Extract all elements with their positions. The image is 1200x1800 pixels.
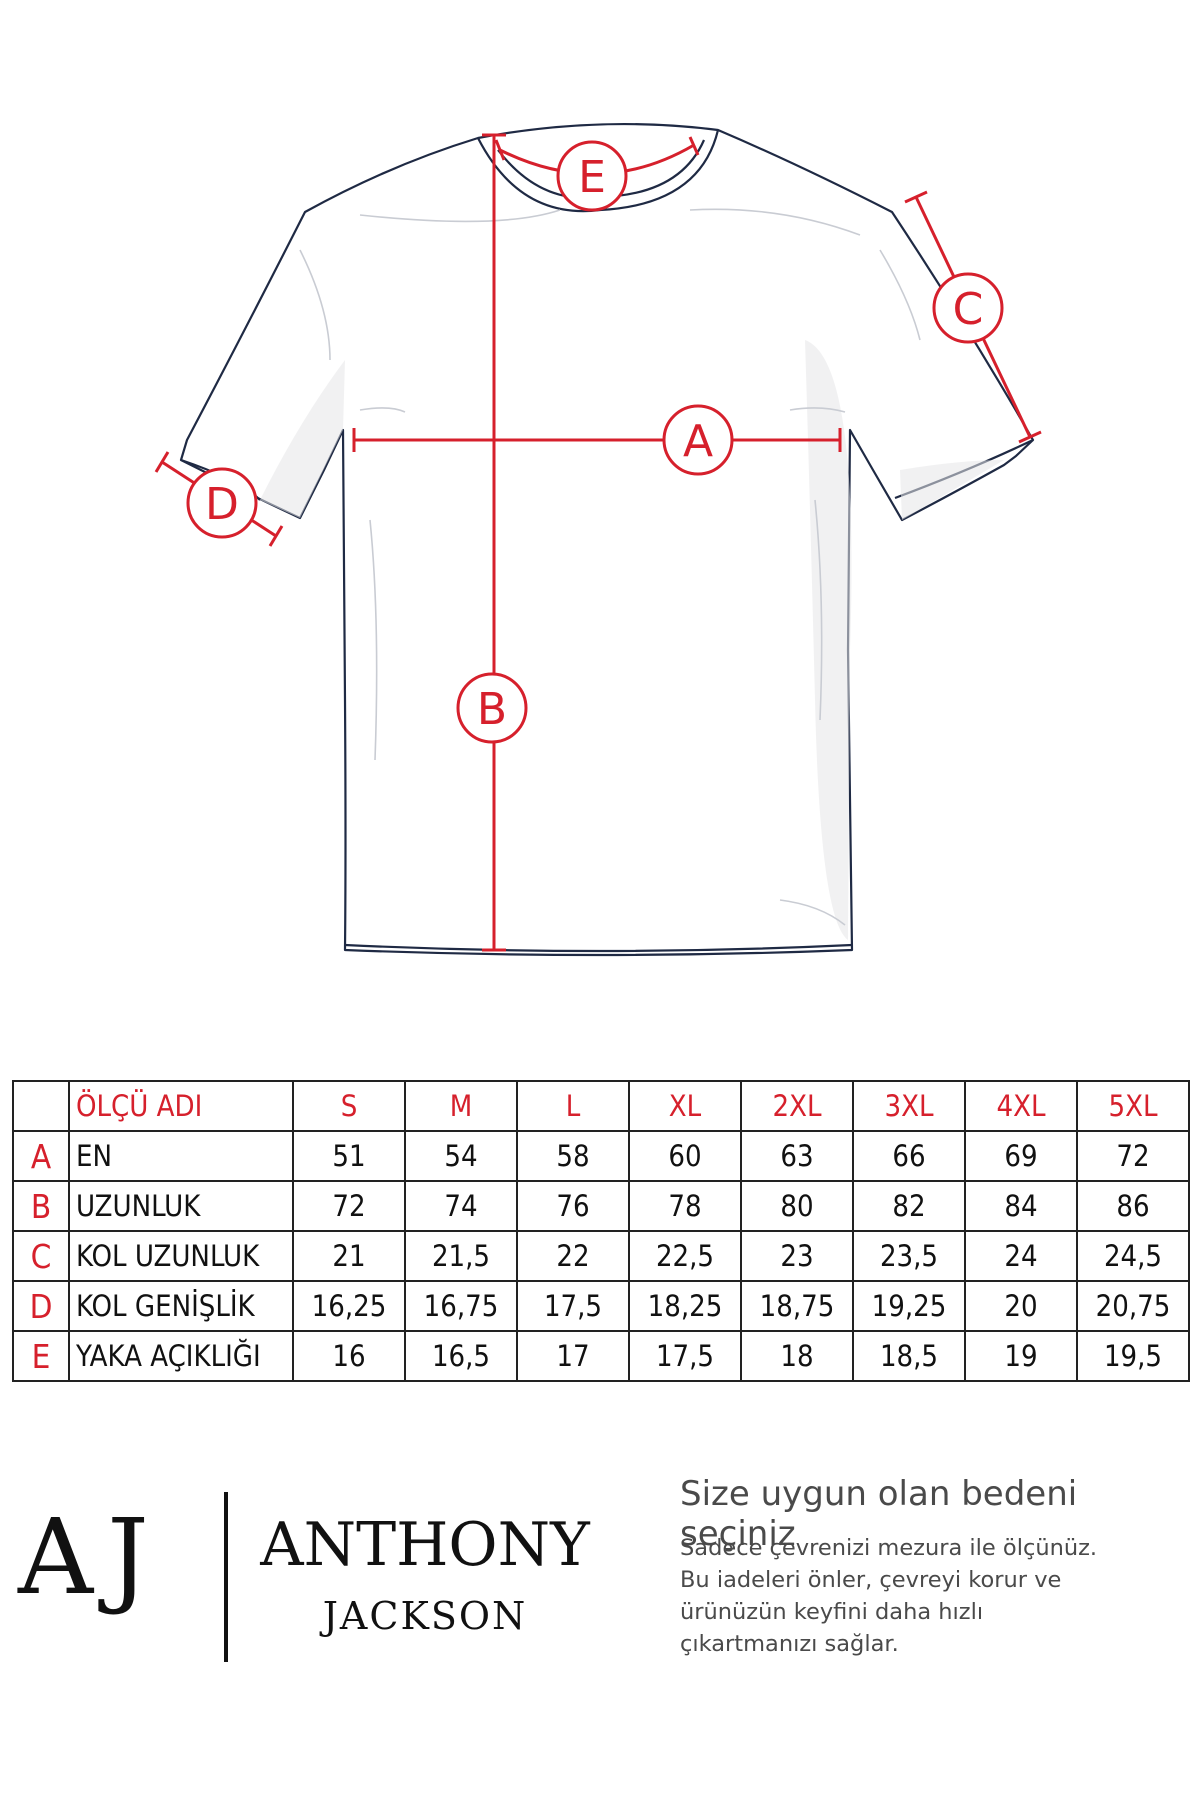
- measure-label-c: C: [932, 272, 1004, 344]
- row-measure-name: KOL UZUNLUK: [68, 1230, 294, 1282]
- table-cell: 23: [740, 1230, 854, 1282]
- measure-label-b: B: [456, 672, 528, 744]
- table-cell: 18,25: [628, 1280, 742, 1332]
- table-cell: 72: [1076, 1130, 1190, 1182]
- table-cell: 60: [628, 1130, 742, 1182]
- table-cell: 74: [404, 1180, 518, 1232]
- table-cell: 16,5: [404, 1330, 518, 1382]
- table-cell: 18: [740, 1330, 854, 1382]
- table-cell: 22: [516, 1230, 630, 1282]
- row-letter: E: [12, 1330, 70, 1382]
- brand-monogram-logo: AJ: [18, 1496, 163, 1618]
- table-cell: 19: [964, 1330, 1078, 1382]
- table-cell: 63: [740, 1130, 854, 1182]
- table-row: E YAKA AÇIKLIĞI 16 16,5 17 17,5 18 18,5 …: [12, 1330, 1190, 1382]
- table-cell: 54: [404, 1130, 518, 1182]
- table-cell: 76: [516, 1180, 630, 1232]
- row-letter: C: [12, 1230, 70, 1282]
- svg-text:D: D: [205, 479, 239, 530]
- table-cell: 17: [516, 1330, 630, 1382]
- table-cell: 16,25: [292, 1280, 406, 1332]
- table-cell: 82: [852, 1180, 966, 1232]
- header-corner: [12, 1080, 70, 1132]
- table-row: B UZUNLUK 72 74 76 78 80 82 84 86: [12, 1180, 1190, 1232]
- svg-text:B: B: [477, 684, 507, 735]
- brand-name: ANTHONY: [260, 1510, 590, 1580]
- table-cell: 84: [964, 1180, 1078, 1232]
- svg-text:C: C: [953, 284, 984, 335]
- table-cell: 18,75: [740, 1280, 854, 1332]
- table-cell: 66: [852, 1130, 966, 1182]
- header-size: 2XL: [740, 1080, 854, 1132]
- table-cell: 86: [1076, 1180, 1190, 1232]
- row-letter: B: [12, 1180, 70, 1232]
- header-size: XL: [628, 1080, 742, 1132]
- brand-divider: [224, 1492, 228, 1662]
- row-measure-name: KOL GENİŞLİK: [68, 1280, 294, 1332]
- table-cell: 51: [292, 1130, 406, 1182]
- measure-label-e: E: [556, 140, 628, 212]
- row-letter: D: [12, 1280, 70, 1332]
- tshirt-measurement-diagram: A B C D E: [154, 122, 1042, 957]
- row-measure-name: UZUNLUK: [68, 1180, 294, 1232]
- table-row: C KOL UZUNLUK 21 21,5 22 22,5 23 23,5 24…: [12, 1230, 1190, 1282]
- table-cell: 24: [964, 1230, 1078, 1282]
- row-measure-name: EN: [68, 1130, 294, 1182]
- table-cell: 24,5: [1076, 1230, 1190, 1282]
- tshirt-outline: [179, 122, 1035, 957]
- table-cell: 80: [740, 1180, 854, 1232]
- header-size: 5XL: [1076, 1080, 1190, 1132]
- header-size: L: [516, 1080, 630, 1132]
- measure-label-d: D: [186, 467, 258, 539]
- measurement-lines: [154, 133, 1042, 952]
- info-line: çıkartmanızı sağlar.: [680, 1631, 899, 1657]
- header-size: 3XL: [852, 1080, 966, 1132]
- table-cell: 21,5: [404, 1230, 518, 1282]
- info-text: Sadece çevrenizi mezura ile ölçünüz. Bu …: [680, 1532, 1180, 1660]
- svg-text:E: E: [578, 152, 606, 203]
- brand-subname: JACKSON: [322, 1594, 528, 1638]
- table-cell: 58: [516, 1130, 630, 1182]
- table-cell: 21: [292, 1230, 406, 1282]
- shirt-shading: [260, 340, 1004, 940]
- table-cell: 69: [964, 1130, 1078, 1182]
- svg-text:A: A: [683, 416, 713, 467]
- table-cell: 18,5: [852, 1330, 966, 1382]
- table-header-row: ÖLÇÜ ADI S M L XL 2XL 3XL 4XL 5XL: [12, 1080, 1190, 1132]
- table-cell: 20: [964, 1280, 1078, 1332]
- info-line: Sadece çevrenizi mezura ile ölçünüz.: [680, 1535, 1098, 1561]
- table-cell: 17,5: [628, 1330, 742, 1382]
- table-cell: 19,25: [852, 1280, 966, 1332]
- table-row: A EN 51 54 58 60 63 66 69 72: [12, 1130, 1190, 1182]
- table-cell: 17,5: [516, 1280, 630, 1332]
- size-chart-table: ÖLÇÜ ADI S M L XL 2XL 3XL 4XL 5XL A EN 5…: [12, 1080, 1190, 1382]
- row-measure-name: YAKA AÇIKLIĞI: [68, 1330, 294, 1382]
- info-title: Size uygun olan bedeni seçiniz: [680, 1474, 1078, 1554]
- info-line: Bu iadeleri önler, çevreyi korur ve: [680, 1567, 1062, 1593]
- table-cell: 20,75: [1076, 1280, 1190, 1332]
- table-cell: 78: [628, 1180, 742, 1232]
- table-cell: 23,5: [852, 1230, 966, 1282]
- header-size: 4XL: [964, 1080, 1078, 1132]
- table-cell: 16,75: [404, 1280, 518, 1332]
- table-row: D KOL GENİŞLİK 16,25 16,75 17,5 18,25 18…: [12, 1280, 1190, 1332]
- table-cell: 19,5: [1076, 1330, 1190, 1382]
- header-size: M: [404, 1080, 518, 1132]
- table-cell: 22,5: [628, 1230, 742, 1282]
- table-cell: 72: [292, 1180, 406, 1232]
- info-line: ürünüzün keyfini daha hızlı: [680, 1599, 984, 1625]
- table-cell: 16: [292, 1330, 406, 1382]
- header-measure-name: ÖLÇÜ ADI: [68, 1080, 294, 1132]
- header-size: S: [292, 1080, 406, 1132]
- row-letter: A: [12, 1130, 70, 1182]
- measure-label-a: A: [662, 404, 734, 476]
- shirt-folds: [299, 208, 921, 926]
